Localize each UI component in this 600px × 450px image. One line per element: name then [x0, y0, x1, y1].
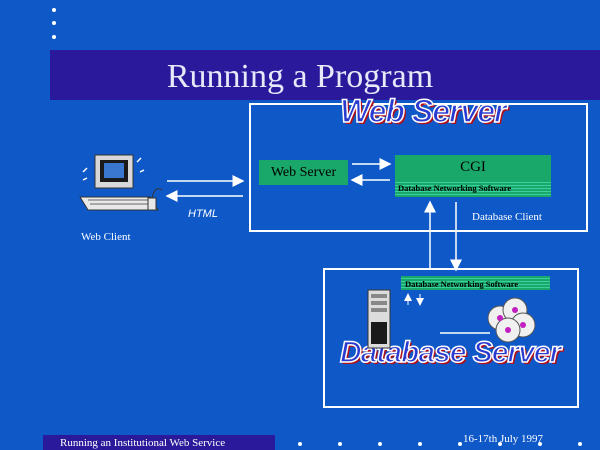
web-server-box: [249, 103, 588, 232]
footer-left: Running an Institutional Web Service: [60, 437, 226, 449]
database-discs-icon: [487, 297, 536, 343]
web-client-label: Web Client: [81, 231, 131, 243]
web-server-node: Web Server: [259, 160, 348, 185]
html-label: HTML: [188, 208, 218, 220]
title-band: [50, 50, 600, 100]
footer-band: [43, 435, 275, 450]
footer-bullets: [298, 442, 582, 446]
footer-date: 16-17th July 1997: [463, 433, 544, 445]
db-networking-software-bottom: [401, 276, 550, 290]
page-title: Running a Program: [166, 58, 434, 95]
server-tower-icon: [367, 289, 391, 349]
db-networking-label-bottom: Database Networking Software: [405, 279, 519, 289]
cgi-node: CGI: [395, 155, 551, 180]
database-client-label: Database Client: [472, 211, 542, 223]
decor-bullet: [52, 21, 56, 25]
db-networking-label-top: Database Networking Software: [398, 183, 512, 193]
decor-bullet: [52, 35, 56, 39]
computer-icon: [79, 154, 163, 211]
web-server-banner: Web Server: [339, 92, 507, 130]
db-networking-software-top: [395, 180, 551, 197]
decor-bullet: [52, 8, 56, 12]
